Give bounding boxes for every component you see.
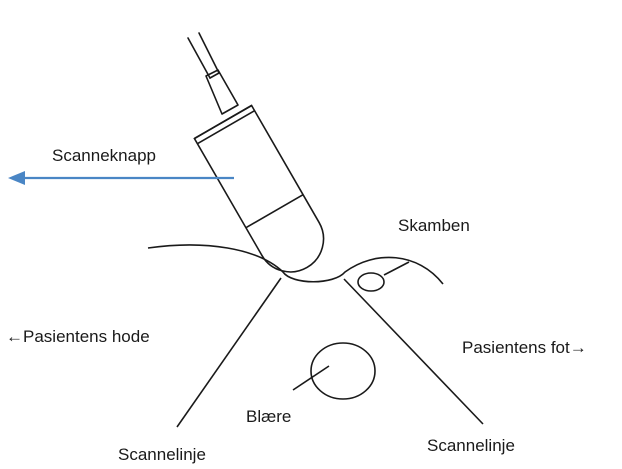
bladder-label: Blære — [246, 408, 291, 425]
scan-button-label: Scanneknapp — [52, 147, 156, 164]
scan-line-left — [177, 278, 281, 427]
scan-line-right-label: Scannelinje — [427, 437, 515, 454]
scan-line-left-label: Scannelinje — [118, 446, 206, 463]
pubic-bone-leader — [384, 262, 409, 275]
pubic-bone-label: Skamben — [398, 217, 470, 234]
patient-head-label: ←Pasientens hode — [6, 328, 150, 345]
probe-neck — [206, 70, 238, 114]
ultrasound-probe — [194, 106, 335, 284]
scan-button-arrow — [8, 171, 234, 185]
pubic-bone — [358, 273, 384, 291]
patient-foot-label: Pasientens fot→ — [462, 339, 587, 356]
